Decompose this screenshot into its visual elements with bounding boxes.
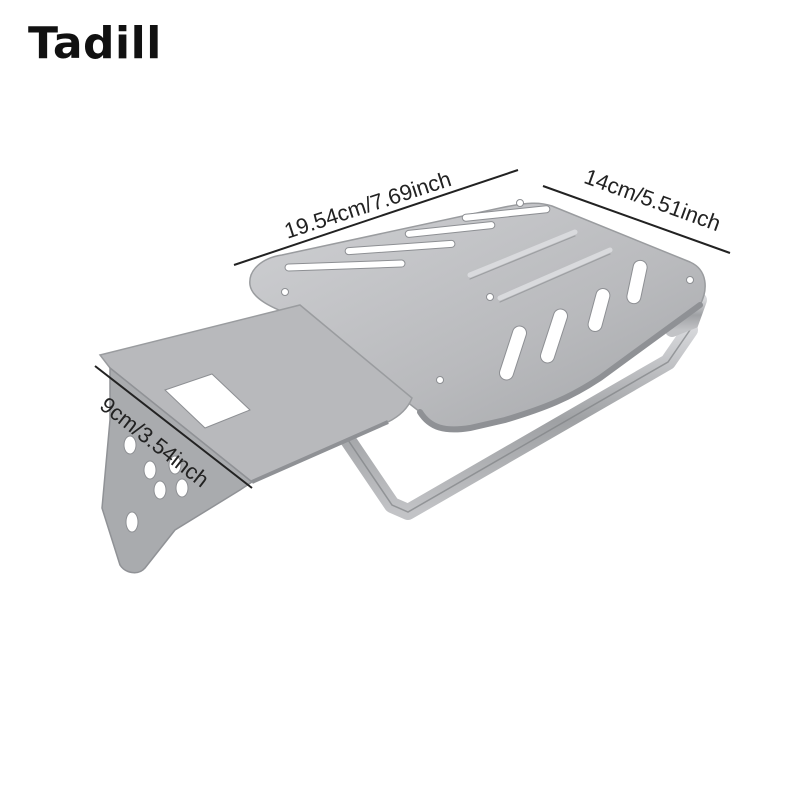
width-dimension-line (542, 185, 731, 254)
length-dimension-line (233, 169, 519, 266)
brand-logo-text: Tadill (28, 18, 162, 69)
mounting-bracket (101, 366, 254, 574)
dimension-lines (94, 169, 731, 489)
main-plate (249, 199, 706, 433)
extension-plate (98, 304, 413, 484)
height-dimension-line (94, 365, 253, 489)
